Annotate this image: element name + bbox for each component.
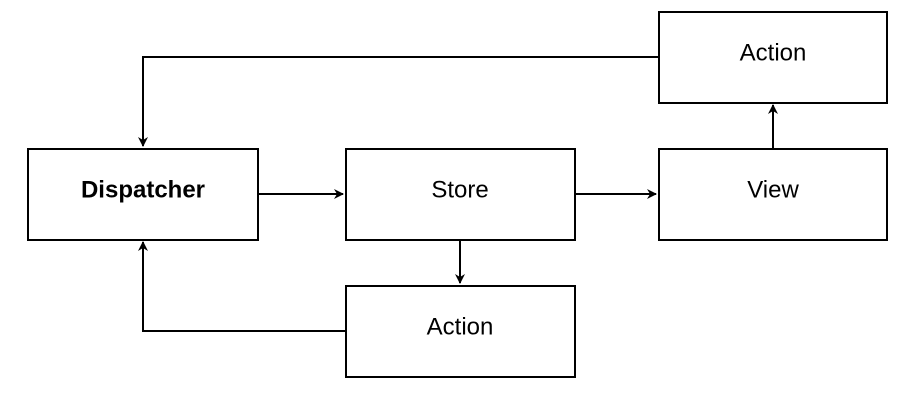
node-action-top: Action (658, 11, 888, 104)
node-store-label: Store (431, 177, 488, 204)
node-action-top-label: Action (740, 40, 807, 67)
edge-action-top-to-dispatcher (138, 56, 659, 147)
node-view-label: View (747, 177, 799, 204)
edge-action-bottom-to-dispatcher (138, 241, 346, 332)
node-dispatcher: Dispatcher (27, 148, 259, 241)
node-action-bottom: Action (345, 285, 576, 378)
node-view: View (658, 148, 888, 241)
node-dispatcher-label: Dispatcher (81, 177, 205, 204)
edges (138, 56, 778, 332)
node-action-bottom-label: Action (427, 314, 494, 341)
node-store: Store (345, 148, 576, 241)
